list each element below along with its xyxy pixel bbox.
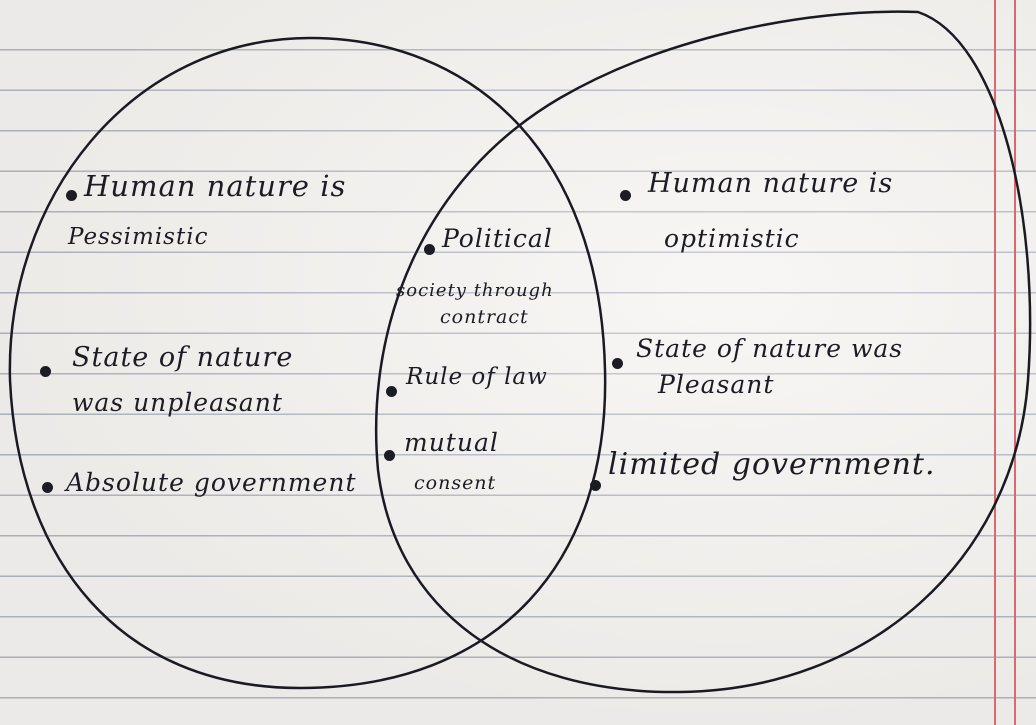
bullet-left-2 bbox=[40, 366, 51, 377]
left-item-2-line2: was unpleasant bbox=[72, 388, 283, 417]
bullet-right-3 bbox=[590, 480, 601, 491]
right-item-2-line1: State of nature was bbox=[636, 334, 904, 363]
left-item-1-line2: Pessimistic bbox=[68, 224, 209, 250]
left-item-1-line1: Human nature is bbox=[84, 169, 347, 203]
margin-line-2 bbox=[1014, 0, 1016, 725]
bullet-center-1 bbox=[424, 244, 435, 255]
margin-line-1 bbox=[994, 0, 996, 725]
center-item-1-line2: society through bbox=[396, 280, 554, 301]
bullet-right-1 bbox=[620, 190, 631, 201]
bullet-right-2 bbox=[612, 358, 623, 369]
center-item-3-line2: consent bbox=[414, 472, 497, 494]
bullet-center-3 bbox=[384, 450, 395, 461]
left-item-3-line1: Absolute government bbox=[66, 468, 357, 497]
right-item-1-line1: Human nature is bbox=[648, 168, 894, 199]
bullet-center-2 bbox=[386, 386, 397, 397]
right-item-2-line2: Pleasant bbox=[658, 370, 775, 399]
center-item-1-line3: contract bbox=[440, 306, 529, 328]
left-circle bbox=[8, 36, 607, 690]
bullet-left-3 bbox=[42, 482, 53, 493]
right-item-3-line1: limited government. bbox=[608, 447, 936, 482]
center-item-1-line1: Political bbox=[442, 224, 553, 253]
bullet-left-1 bbox=[66, 190, 77, 201]
left-item-2-line1: State of nature bbox=[72, 342, 294, 373]
right-item-1-line2: optimistic bbox=[664, 224, 800, 253]
center-item-3-line1: mutual bbox=[404, 428, 499, 457]
right-circle bbox=[374, 10, 1032, 694]
center-item-2-line1: Rule of law bbox=[406, 364, 548, 390]
